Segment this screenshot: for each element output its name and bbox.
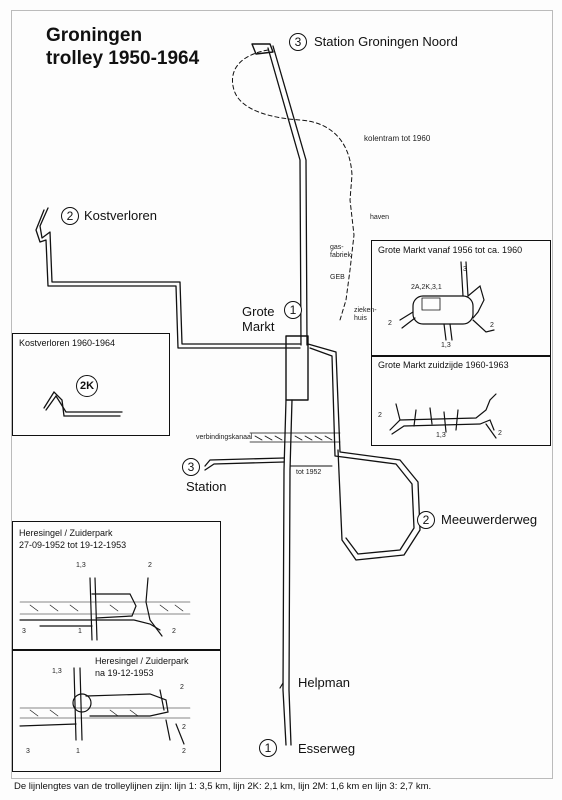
inset-gmzuid-route (389, 393, 497, 439)
stop-esserweg-label: Esserweg (298, 741, 356, 756)
stop-grote-markt-number: 1 (284, 301, 302, 319)
inset-heres1-route (19, 577, 191, 641)
inset-gm1956-l2a: 2 (388, 320, 392, 327)
inset-gm1956-l2b: 2 (490, 322, 494, 329)
inset-gmzuid-caption: Grote Markt zuidzijde 1960-1963 (378, 360, 509, 370)
inset-heres1-l2top: 2 (148, 562, 152, 569)
inset-gm1956-box: 2A,2K,3,1 (411, 284, 442, 291)
verbindingskanaal-hatch (249, 432, 341, 443)
inset-heres2-l13: 1,3 (52, 668, 62, 675)
gasfabriek-label-1: gas- (330, 244, 344, 251)
inset-heres2-caption2: na 19-12-1953 (95, 668, 154, 678)
map-title-line1: Groningen (46, 25, 143, 46)
map-title-line2: trolley 1950-1964 (46, 48, 200, 69)
inset-kostverloren: Kostverloren 1960-1964 (12, 333, 170, 436)
stop-grote-markt-label-2: Markt (242, 319, 275, 334)
inset-gmzuid-l2b: 2 (498, 430, 502, 437)
inset-heres1-caption2: 27-09-1952 tot 19-12-1953 (19, 540, 127, 550)
stop-meeuwerderweg-label: Meeuwerderweg (441, 512, 538, 527)
line-kostverloren (39, 207, 301, 345)
inset-kostverloren-route (43, 390, 123, 417)
inset-gmzuid: Grote Markt zuidzijde 1960-1963 (371, 355, 551, 446)
inset-heres2-caption1: Heresingel / Zuiderpark (95, 656, 189, 666)
inset-heres1-l3: 3 (22, 628, 26, 635)
stop-station-number: 3 (182, 458, 200, 476)
inset-heres1-caption1: Heresingel / Zuiderpark (19, 528, 113, 538)
inset-gm1956-l13: 1,3 (441, 342, 451, 349)
inset-kostverloren-badge: 2K (76, 375, 98, 397)
kolentram-route (232, 49, 355, 321)
station-noord-loop (251, 43, 274, 55)
line-station (204, 457, 285, 467)
inset-heres2: Heresingel / Zuiderpark na 19-12-1953 (12, 649, 221, 772)
inset-heres1-l2: 2 (172, 628, 176, 635)
ziekenhuis-label-1: zieken- (354, 307, 377, 314)
line-esserweg (282, 399, 287, 746)
stop-kostverloren-label: Kostverloren (84, 208, 157, 223)
helpman-stub (279, 682, 284, 689)
verbindingskanaal-label: verbindingskanaal (196, 434, 253, 441)
kolentram-label: kolentram tot 1960 (364, 134, 431, 143)
inset-gm1956-l3: 3 (463, 266, 467, 273)
stop-esserweg-number: 1 (259, 739, 277, 757)
inset-heres2-l1: 1 (76, 748, 80, 755)
gasfabriek-label-2: fabriek (330, 252, 352, 259)
geb-label: GEB (330, 274, 345, 281)
inset-heres1: Heresingel / Zuiderpark 27-09-1952 tot 1… (12, 521, 221, 651)
stop-helpman-label: Helpman (298, 675, 351, 690)
stop-station-noord-label: Station Groningen Noord (314, 34, 458, 49)
haven-label: haven (370, 214, 390, 221)
inset-heres2-l2mid: 2 (182, 724, 186, 731)
map-title: Groningen trolley 1950-1964 (46, 24, 199, 70)
stop-station-noord-number: 3 (289, 33, 307, 51)
ziekenhuis-label-2: huis (354, 315, 367, 322)
inset-gmzuid-l13: 1,3 (436, 432, 446, 439)
inset-heres2-l2top: 2 (180, 684, 184, 691)
inset-heres2-l2: 2 (182, 748, 186, 755)
inset-gm1956-caption: Grote Markt vanaf 1956 tot ca. 1960 (378, 245, 523, 255)
inset-gm1956-route (399, 261, 495, 341)
inset-gmzuid-l2a: 2 (378, 412, 382, 419)
inset-kostverloren-caption: Kostverloren 1960-1964 (19, 338, 116, 348)
line-meeuwerderweg (307, 343, 421, 561)
grote-markt-block (285, 335, 309, 401)
line-station-noord (267, 47, 302, 346)
inset-heres1-l1: 1 (78, 628, 82, 635)
stop-station-label: Station (186, 479, 227, 494)
stop-kostverloren-number: 2 (61, 207, 79, 225)
inset-heres2-l3: 3 (26, 748, 30, 755)
inset-gm1956: Grote Markt vanaf 1956 tot ca. 1960 (371, 240, 551, 357)
stop-grote-markt-label-1: Grote (242, 304, 275, 319)
line-lengths-footer: De lijnlengtes van de trolleylijnen zijn… (14, 781, 432, 792)
inset-heres2-route (19, 667, 191, 745)
inset-heres1-l13: 1,3 (76, 562, 86, 569)
stop-meeuwerderweg-number: 2 (417, 511, 435, 529)
map-frame (11, 10, 553, 779)
tot1952-label: tot 1952 (296, 469, 322, 476)
